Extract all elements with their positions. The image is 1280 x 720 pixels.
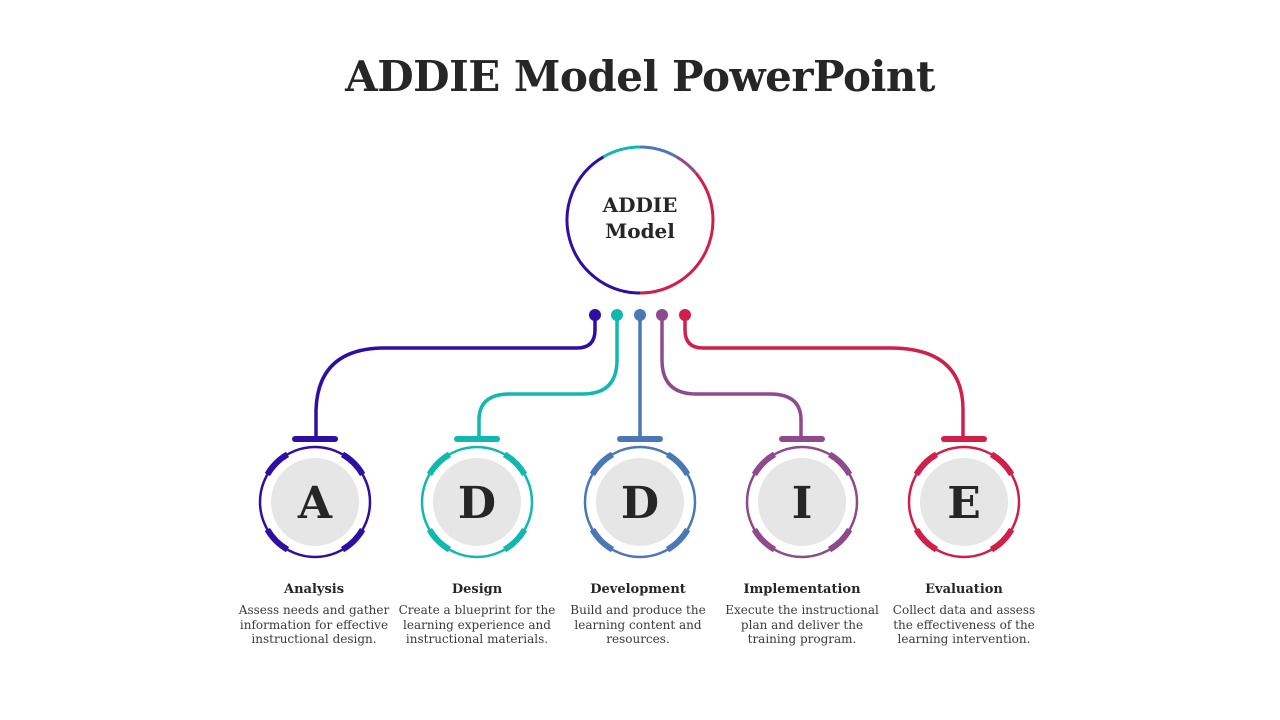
node-accent-arc (502, 527, 528, 553)
node-inner-disc (271, 458, 359, 546)
step-title: Development (590, 582, 686, 597)
node-accent-arc (589, 527, 615, 553)
node-accent-arc (426, 451, 452, 477)
node-inner-disc (920, 458, 1008, 546)
node-accent-arc (751, 451, 777, 477)
node-design: D (420, 436, 534, 559)
node-accent-arc (502, 451, 528, 477)
hub-arc-analysis (565, 155, 641, 295)
step-development: Development Build and produce the learni… (556, 582, 720, 647)
hub-label-line2: Model (605, 219, 675, 243)
connector-analysis (314, 315, 597, 436)
hub-circle: ADDIE Model (565, 145, 715, 295)
connector-evaluation (683, 315, 965, 436)
node-accent-arc (426, 527, 452, 553)
node-accent-arc (827, 527, 853, 553)
hub-label-line1: ADDIE (602, 193, 678, 217)
node-accent-arc (913, 451, 939, 477)
node-accent-arc (751, 527, 777, 553)
node-inner-disc (758, 458, 846, 546)
hub-arc-design (602, 145, 641, 159)
connector-implementation (660, 315, 803, 436)
node-accent-arc (989, 451, 1015, 477)
step-title: Implementation (743, 582, 861, 597)
connectors (314, 309, 965, 436)
node-accent-arc (665, 527, 691, 553)
connector-dot-evaluation (679, 309, 691, 321)
step-description: Create a blueprint for the learning expe… (398, 603, 556, 646)
node-letter: D (621, 478, 659, 529)
step-title: Design (451, 582, 503, 597)
hub-arc-evaluation (639, 172, 715, 295)
node-accent-arc (340, 451, 366, 477)
step-description: Collect data and assess the effectivenes… (892, 603, 1036, 646)
hub-arc-development (639, 145, 678, 159)
connector-dot-development (634, 309, 646, 321)
step-design: Design Create a blueprint for the learni… (395, 582, 559, 647)
node-letter: A (297, 478, 333, 529)
node-inner-disc (596, 458, 684, 546)
connector-design (477, 315, 619, 436)
step-description: Assess needs and gather information for … (238, 603, 390, 646)
node-letter: E (947, 478, 981, 529)
step-analysis: Analysis Assess needs and gather informa… (232, 582, 396, 647)
page-title: ADDIE Model PowerPoint (345, 52, 935, 101)
node-accent-arc (913, 527, 939, 553)
node-accent-arc (589, 451, 615, 477)
step-title: Evaluation (925, 582, 1003, 597)
node-accent-arc (264, 527, 290, 553)
node-accent-arc (340, 527, 366, 553)
node-accent-arc (665, 451, 691, 477)
node-evaluation: E (907, 436, 1021, 559)
hub-arc-implementation (675, 155, 698, 175)
node-letter: I (792, 478, 813, 529)
step-title: Analysis (283, 582, 345, 597)
node-letter: D (458, 478, 496, 529)
step-evaluation: Evaluation Collect data and assess the e… (882, 582, 1046, 647)
step-implementation: Implementation Execute the instructional… (720, 582, 884, 647)
step-description: Build and produce the learning content a… (570, 603, 706, 646)
node-accent-arc (264, 451, 290, 477)
node-accent-arc (827, 451, 853, 477)
node-analysis: A (258, 436, 372, 559)
connector-dot-analysis (589, 309, 601, 321)
node-implementation: I (745, 436, 859, 559)
node-accent-arc (989, 527, 1015, 553)
connector-dot-design (611, 309, 623, 321)
connector-dot-implementation (656, 309, 668, 321)
node-inner-disc (433, 458, 521, 546)
node-development: D (583, 436, 697, 559)
step-description: Execute the instructional plan and deliv… (725, 603, 879, 646)
